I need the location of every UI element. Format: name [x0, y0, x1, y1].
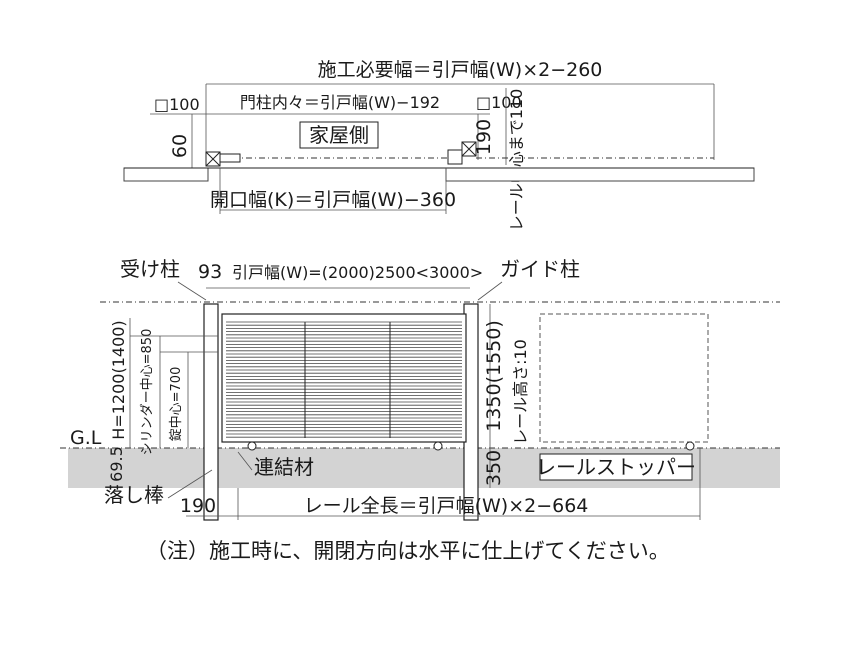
- rail-stopper-label: レールストッパー: [536, 455, 696, 479]
- gl-label: G.L: [70, 427, 102, 449]
- gate-slats: [226, 321, 462, 438]
- elevation-view: G.L 受け柱 ガイド柱 93 引戸幅(W)=(2000)2500<3000> …: [60, 257, 780, 521]
- lock-label: 錠中心=700: [169, 367, 184, 442]
- receiving-post: [203, 303, 219, 521]
- rail-total-label: レール全長＝引戸幅(W)×2−664: [304, 495, 589, 517]
- depth-190-label: 190: [473, 119, 495, 155]
- drop-rod-label: 落し棒: [104, 483, 164, 507]
- post-left-size: □100: [154, 95, 200, 114]
- guide-post-leader: [477, 281, 503, 301]
- dim-69-5-label: 69.5: [107, 446, 126, 482]
- total-width-label: 施工必要幅＝引戸幅(W)×2−260: [318, 59, 603, 81]
- plan-post-right-x2: [461, 141, 477, 157]
- dim-93-label: 93: [198, 261, 222, 283]
- connector-bg: [238, 454, 332, 478]
- wheel-left: [247, 441, 257, 451]
- wheel-right: [433, 441, 443, 451]
- plan-view: 施工必要幅＝引戸幅(W)×2−260 □100 門柱内々＝引戸幅(W)−192 …: [123, 59, 755, 232]
- connector-label: 連結材: [254, 455, 314, 479]
- plan-wall-right: [445, 167, 755, 182]
- house-side-box: [299, 121, 379, 149]
- connector-leader: [237, 451, 253, 471]
- plan-post-left-x2: [205, 151, 221, 167]
- plan-latch: [219, 153, 241, 163]
- gate-panel: [221, 313, 467, 443]
- plan-wall-left: [123, 167, 209, 182]
- receiving-post-label: 受け柱: [120, 257, 180, 281]
- drop-rod-leader: [167, 469, 213, 499]
- dim-190-label: 190: [180, 495, 216, 517]
- height-h-label: H=1200(1400): [109, 320, 128, 439]
- inner-width-label: 門柱内々＝引戸幅(W)−192: [240, 93, 440, 112]
- post-height-label: 1350(1550): [483, 320, 505, 432]
- opening-width-label: 開口幅(K)＝引戸幅(W)−360: [210, 189, 456, 211]
- cylinder-label: シリンダー中心=850: [140, 329, 155, 456]
- house-side-label: 家屋側: [309, 123, 369, 147]
- construction-note: （注）施工時に、開閉方向は水平に仕上げてください。: [146, 539, 670, 563]
- dim-350-label: 350: [483, 450, 505, 486]
- plan-guide: [447, 149, 463, 165]
- door-width-label: 引戸幅(W)=(2000)2500<3000>: [232, 263, 483, 282]
- guide-post-label: ガイド柱: [500, 257, 580, 281]
- wheel-open: [685, 441, 695, 451]
- post-right-size: □100: [476, 93, 522, 112]
- receiving-post-leader: [177, 281, 207, 301]
- rail-center-label: レール中心まで110: [507, 89, 526, 232]
- rail-stopper-box: [539, 453, 693, 481]
- depth-60-label: 60: [169, 134, 191, 158]
- rail-height-label: レール高さ:10: [511, 339, 530, 445]
- open-position-panel: [539, 313, 709, 443]
